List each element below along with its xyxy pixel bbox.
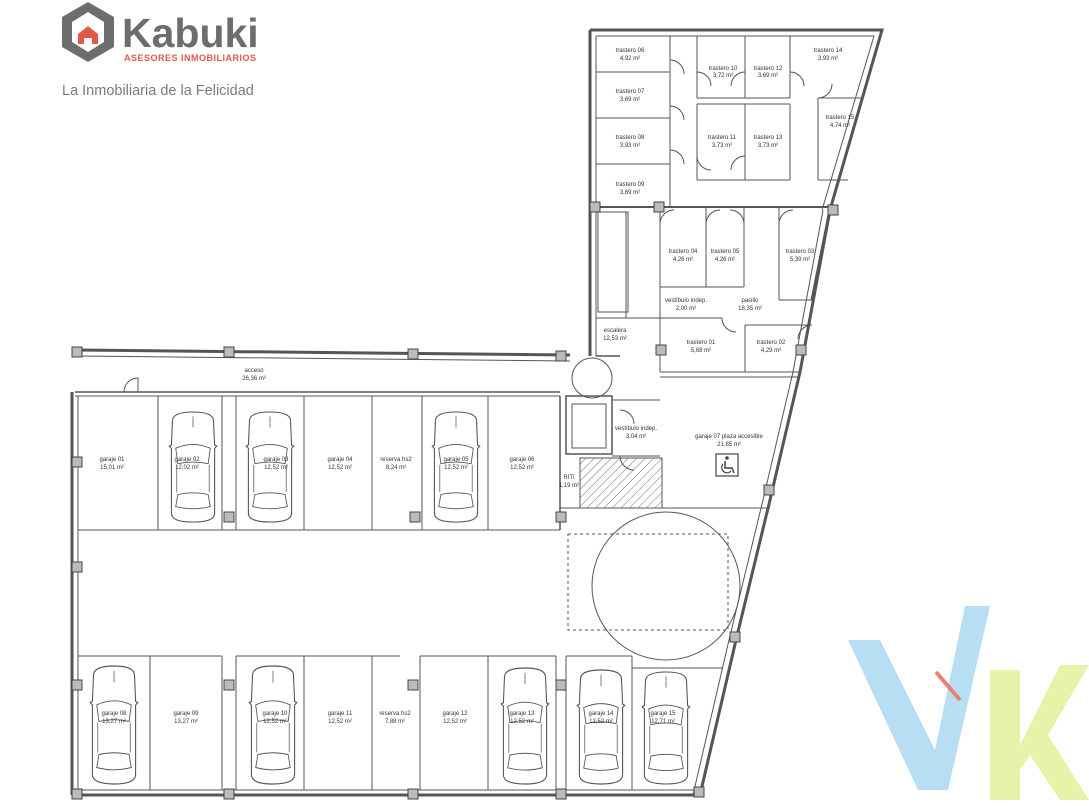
room-labels: trastero 06 4,92 m² trastero 10 3,72 m² …	[99, 48, 855, 725]
room-name: garaje 04	[327, 457, 353, 463]
room-name: trastero 01	[687, 340, 716, 346]
room-name: garaje 02	[174, 457, 200, 463]
car-icon	[248, 665, 298, 785]
room-name: garaje 13	[509, 711, 535, 717]
room-name: trastero 02	[757, 340, 786, 346]
room-area: 4,74 m²	[830, 123, 850, 129]
room-name: trastero 09	[616, 182, 645, 188]
room-area: 12,52 m²	[510, 465, 534, 471]
room-name: trastero 03	[786, 249, 815, 255]
room-area: 12,52 m²	[328, 465, 352, 471]
room-name: escalera	[604, 328, 627, 334]
room-name: garaje 09	[173, 711, 199, 717]
room-area: 8,24 m²	[386, 465, 406, 471]
room-name: garaje 05	[443, 457, 469, 463]
room-name: garaje 10	[262, 711, 288, 717]
structural-pillars	[71, 201, 839, 800]
room-area: 15,01 m²	[100, 465, 124, 471]
brand-subtitle: ASESORES INMOBILIARIOS	[124, 53, 257, 63]
room-area: 12,52 m²	[443, 719, 467, 725]
brand-tagline: La Inmobiliaria de la Felicidad	[62, 83, 254, 99]
room-area: 3,93 m²	[818, 56, 838, 62]
room-area: 12,52 m²	[263, 719, 287, 725]
room-area: 5,39 m²	[790, 257, 810, 263]
room-name: garaje 07 plaza accesible	[695, 434, 763, 440]
room-name: trastero 07	[616, 89, 645, 95]
room-area: 4,29 m²	[761, 348, 781, 354]
room-area: 12,53 m²	[603, 336, 627, 342]
room-area: 3,73 m²	[758, 143, 778, 149]
room-name: pasillo	[741, 298, 759, 304]
room-name: trastero 05	[711, 249, 740, 255]
room-name: vestíbulo indep.	[665, 298, 707, 304]
room-area: 4,26 m²	[673, 257, 693, 263]
room-area: 12,52 m²	[510, 719, 534, 725]
watermark-k-shape	[990, 665, 1089, 800]
room-name: trastero 10	[709, 66, 738, 72]
room-area: 3,93 m²	[620, 143, 640, 149]
room-area: 7,88 m²	[385, 719, 405, 725]
room-area: 3,69 m²	[758, 73, 778, 79]
room-area: 12,52 m²	[264, 465, 288, 471]
room-name: garaje 15	[650, 711, 676, 717]
room-area: 12,02 m²	[175, 465, 199, 471]
room-area: 21,85 m²	[717, 442, 741, 448]
room-area: 3,69 m²	[620, 190, 640, 196]
car-icon	[500, 667, 550, 785]
room-name: reserva hs2	[379, 711, 411, 717]
room-name: garaje 06	[509, 457, 535, 463]
room-area: 2,00 m²	[676, 306, 696, 312]
room-area: 4,92 m²	[620, 56, 640, 62]
car-icon	[89, 665, 139, 785]
room-name: garaje 14	[588, 711, 614, 717]
room-name: trastero 12	[754, 66, 783, 72]
wheelchair-icon	[715, 453, 739, 477]
room-name: garaje 11	[328, 711, 353, 717]
brand-name: Kabuki	[122, 10, 259, 56]
watermark-v-shape	[848, 606, 990, 790]
room-area: 12,71 m²	[651, 719, 675, 725]
room-name: garaje 01	[99, 457, 125, 463]
room-area: 12,52 m²	[444, 465, 468, 471]
watermark	[848, 606, 1089, 800]
room-name: garaje 12	[442, 711, 468, 717]
room-name: trastero 14	[814, 48, 843, 54]
room-name: RITI	[563, 475, 575, 481]
room-name: garaje 08	[101, 711, 127, 717]
watermark-accent-stroke	[934, 670, 962, 702]
room-area: 13,27 m²	[174, 719, 198, 725]
room-area: 3,73 m²	[712, 143, 732, 149]
room-area: 4,26 m²	[715, 257, 735, 263]
room-area: 3,72 m²	[713, 73, 733, 79]
room-name: acceso	[244, 368, 264, 374]
room-name: trastero 08	[616, 135, 645, 141]
brand-logo: Kabuki ASESORES INMOBILIARIOS La Inmobil…	[62, 2, 259, 99]
room-name: trastero 15	[826, 115, 855, 121]
room-name: vestíbulo indep.	[615, 426, 657, 432]
room-area: 3,69 m²	[620, 97, 640, 103]
room-name: reserva hs2	[380, 457, 412, 463]
room-area: 18,35 m²	[738, 306, 762, 312]
room-name: garaje 03	[263, 457, 289, 463]
room-area: 26,36 m²	[242, 376, 266, 382]
room-name: trastero 04	[669, 249, 698, 255]
room-area: 12,52 m²	[328, 719, 352, 725]
room-area: 12,52 m²	[589, 719, 613, 725]
room-area: 5,68 m²	[691, 348, 711, 354]
room-name: trastero 13	[754, 135, 783, 141]
room-area: 13,27 m²	[102, 719, 126, 725]
room-area: 3,04 m²	[626, 434, 646, 440]
room-name: trastero 11	[708, 135, 737, 141]
car-icon	[576, 669, 626, 785]
room-name: trastero 06	[616, 48, 645, 54]
room-area: 1,19 m²	[559, 483, 579, 489]
car-icon	[641, 671, 691, 785]
